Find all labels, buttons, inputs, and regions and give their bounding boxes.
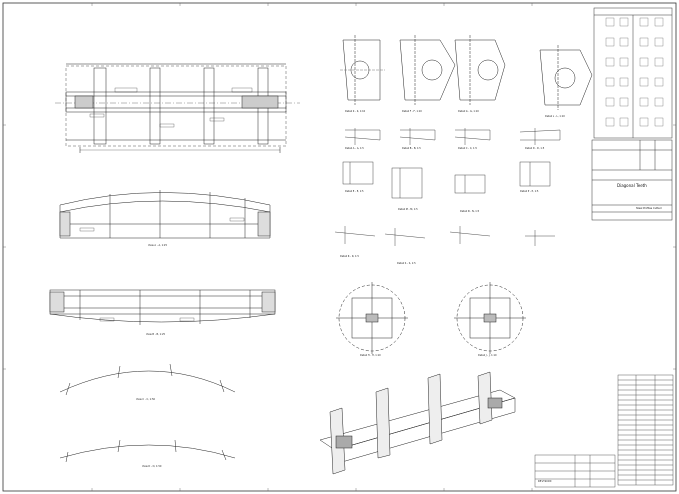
detail-l-l [539, 45, 593, 110]
part-list-sketches [605, 17, 664, 127]
small-details-row-2 [342, 161, 551, 199]
drawing-name: Diagonal Teeth [617, 183, 647, 188]
view-label-m-m: Detail M - M, 1:5 [398, 208, 418, 211]
view-label-r-r: Detail R - R, 1:5 [340, 255, 359, 258]
isometric-view [319, 371, 516, 475]
title-block-sub-label: Steel Profiles Cutted [636, 207, 662, 210]
view-label-s-s: Detail S - S, 1:5 [397, 262, 416, 265]
view-label-h-h: Detail H - H, 1:10 [360, 354, 381, 357]
view-label-p-p: Detail P - P, 1:5 [520, 190, 539, 193]
view-label-view-a: View A - A, 1:25 [148, 244, 167, 247]
view-label-j-j: Detail J - J, 1:10 [478, 354, 497, 357]
view-label-d-d: Detail D - D, 1:5 [525, 147, 545, 150]
view-label-a-a: Detail A - A, 1:5 [345, 147, 364, 150]
title-block [591, 7, 673, 221]
view-label-l-l: Detail L - L, 1:10 [545, 115, 565, 118]
arc-view-d [59, 439, 236, 463]
detail-g-g [454, 35, 506, 105]
view-label-n-n: Detail N - N, 1:5 [460, 210, 480, 213]
circular-section-j [454, 282, 526, 354]
view-label-f-f: Detail F - F, 1:10 [402, 110, 422, 113]
beam-plan-view [49, 289, 276, 325]
view-label-e-e: Detail E - E, 1:5 [345, 190, 364, 193]
revision-table [534, 454, 616, 488]
revision-stamp: REVISION [538, 480, 552, 483]
view-label-view-b: View B - B, 1:25 [146, 333, 165, 336]
view-label-c-c: Detail C - C, 1:5 [458, 147, 477, 150]
bill-of-materials-table [617, 374, 674, 486]
curved-beam-elevation [59, 190, 271, 239]
small-details-row-1 [344, 128, 561, 145]
view-label-view-c: View C - C, 1:50 [136, 398, 156, 401]
view-label-b-b: Detail B - B, 1:5 [402, 147, 421, 150]
view-label-k-k: Detail K - K, 1:10 [345, 110, 366, 113]
detail-f-f [399, 35, 456, 105]
small-details-row-3 [334, 226, 555, 246]
arc-view-c [59, 363, 236, 396]
detail-k-k [340, 35, 385, 105]
view-label-view-d: View D - D, 1:50 [142, 465, 162, 468]
circular-section-h [336, 282, 408, 354]
view-label-g-g: Detail G - G, 1:10 [458, 110, 479, 113]
main-elevation-view [55, 63, 300, 153]
